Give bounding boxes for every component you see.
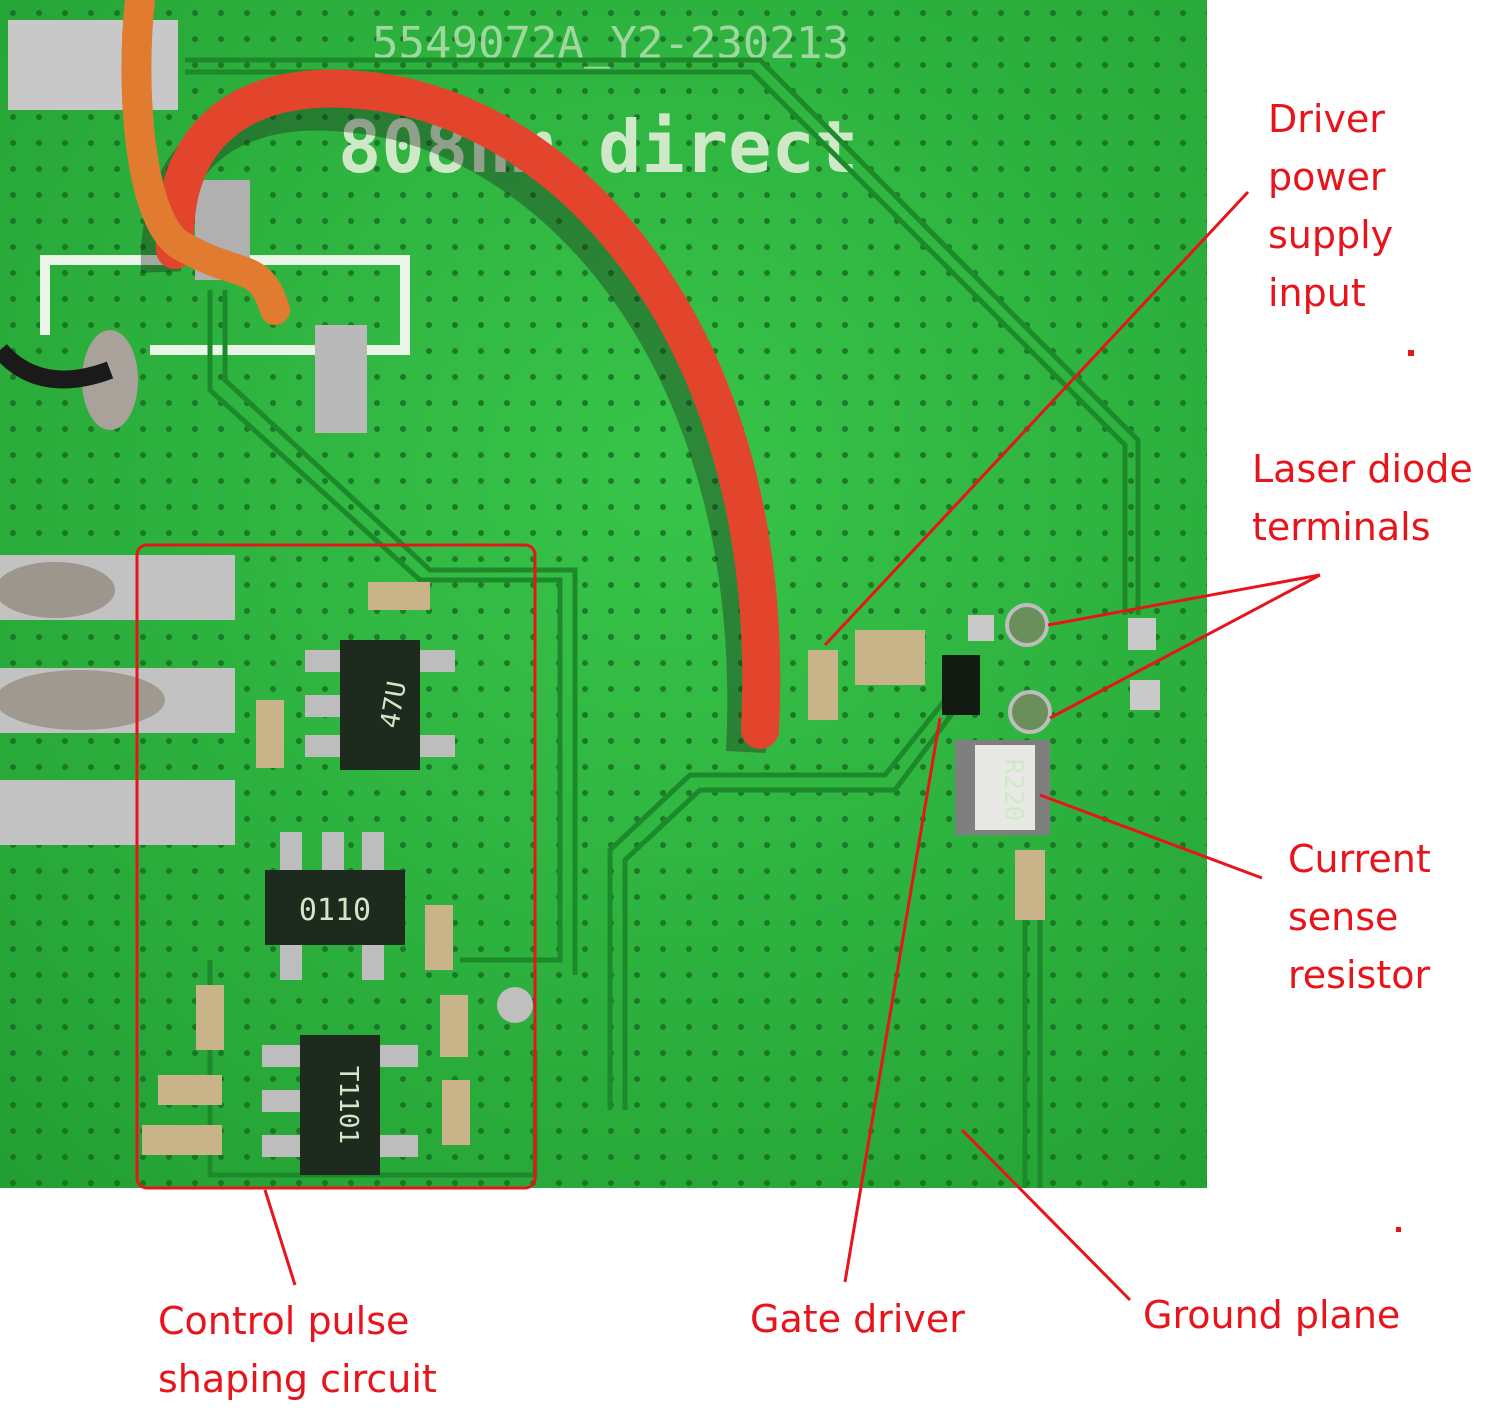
laser-terminal-1	[1005, 603, 1049, 647]
stray-mark	[1396, 1227, 1401, 1232]
leader-lines	[263, 190, 1321, 1302]
red-wire-arch	[155, 69, 781, 749]
svg-text:T1101: T1101	[333, 1066, 363, 1144]
chip-t1101: T1101	[262, 1035, 418, 1175]
red-wire-left	[121, 0, 290, 325]
laser-terminal-2	[1008, 690, 1052, 734]
svg-text:R220: R220	[998, 759, 1028, 822]
control-circuit-box	[135, 543, 537, 1190]
test-point	[497, 987, 533, 1023]
pad-small	[968, 615, 994, 641]
current-sense-resistor: R220	[955, 740, 1050, 835]
label-ground-plane: Ground plane	[1143, 1293, 1401, 1337]
passive-components	[142, 582, 1045, 1155]
chip-0110: 0110	[265, 832, 405, 980]
label-current-sense: Current sense resistor	[1288, 837, 1431, 997]
solder-joint	[82, 330, 138, 430]
stray-mark	[1408, 350, 1414, 356]
label-laser-diode: Laser diode terminals	[1252, 447, 1473, 549]
black-wire	[0, 343, 114, 389]
pad-small	[1130, 680, 1160, 710]
pad-top-left	[8, 20, 178, 110]
chip-47u: 47U	[305, 640, 455, 770]
label-driver-power: Driver power supply input	[1268, 97, 1394, 315]
pad-middle	[315, 325, 367, 433]
svg-text:0110: 0110	[299, 893, 371, 928]
pad-left-3	[0, 780, 235, 845]
label-gate-driver: Gate driver	[750, 1297, 965, 1341]
solder-joint	[0, 562, 115, 618]
pad-small	[1128, 618, 1156, 650]
gate-driver-chip	[942, 655, 980, 715]
label-control-pulse: Control pulse shaping circuit	[158, 1299, 437, 1401]
solder-joint	[0, 670, 165, 730]
